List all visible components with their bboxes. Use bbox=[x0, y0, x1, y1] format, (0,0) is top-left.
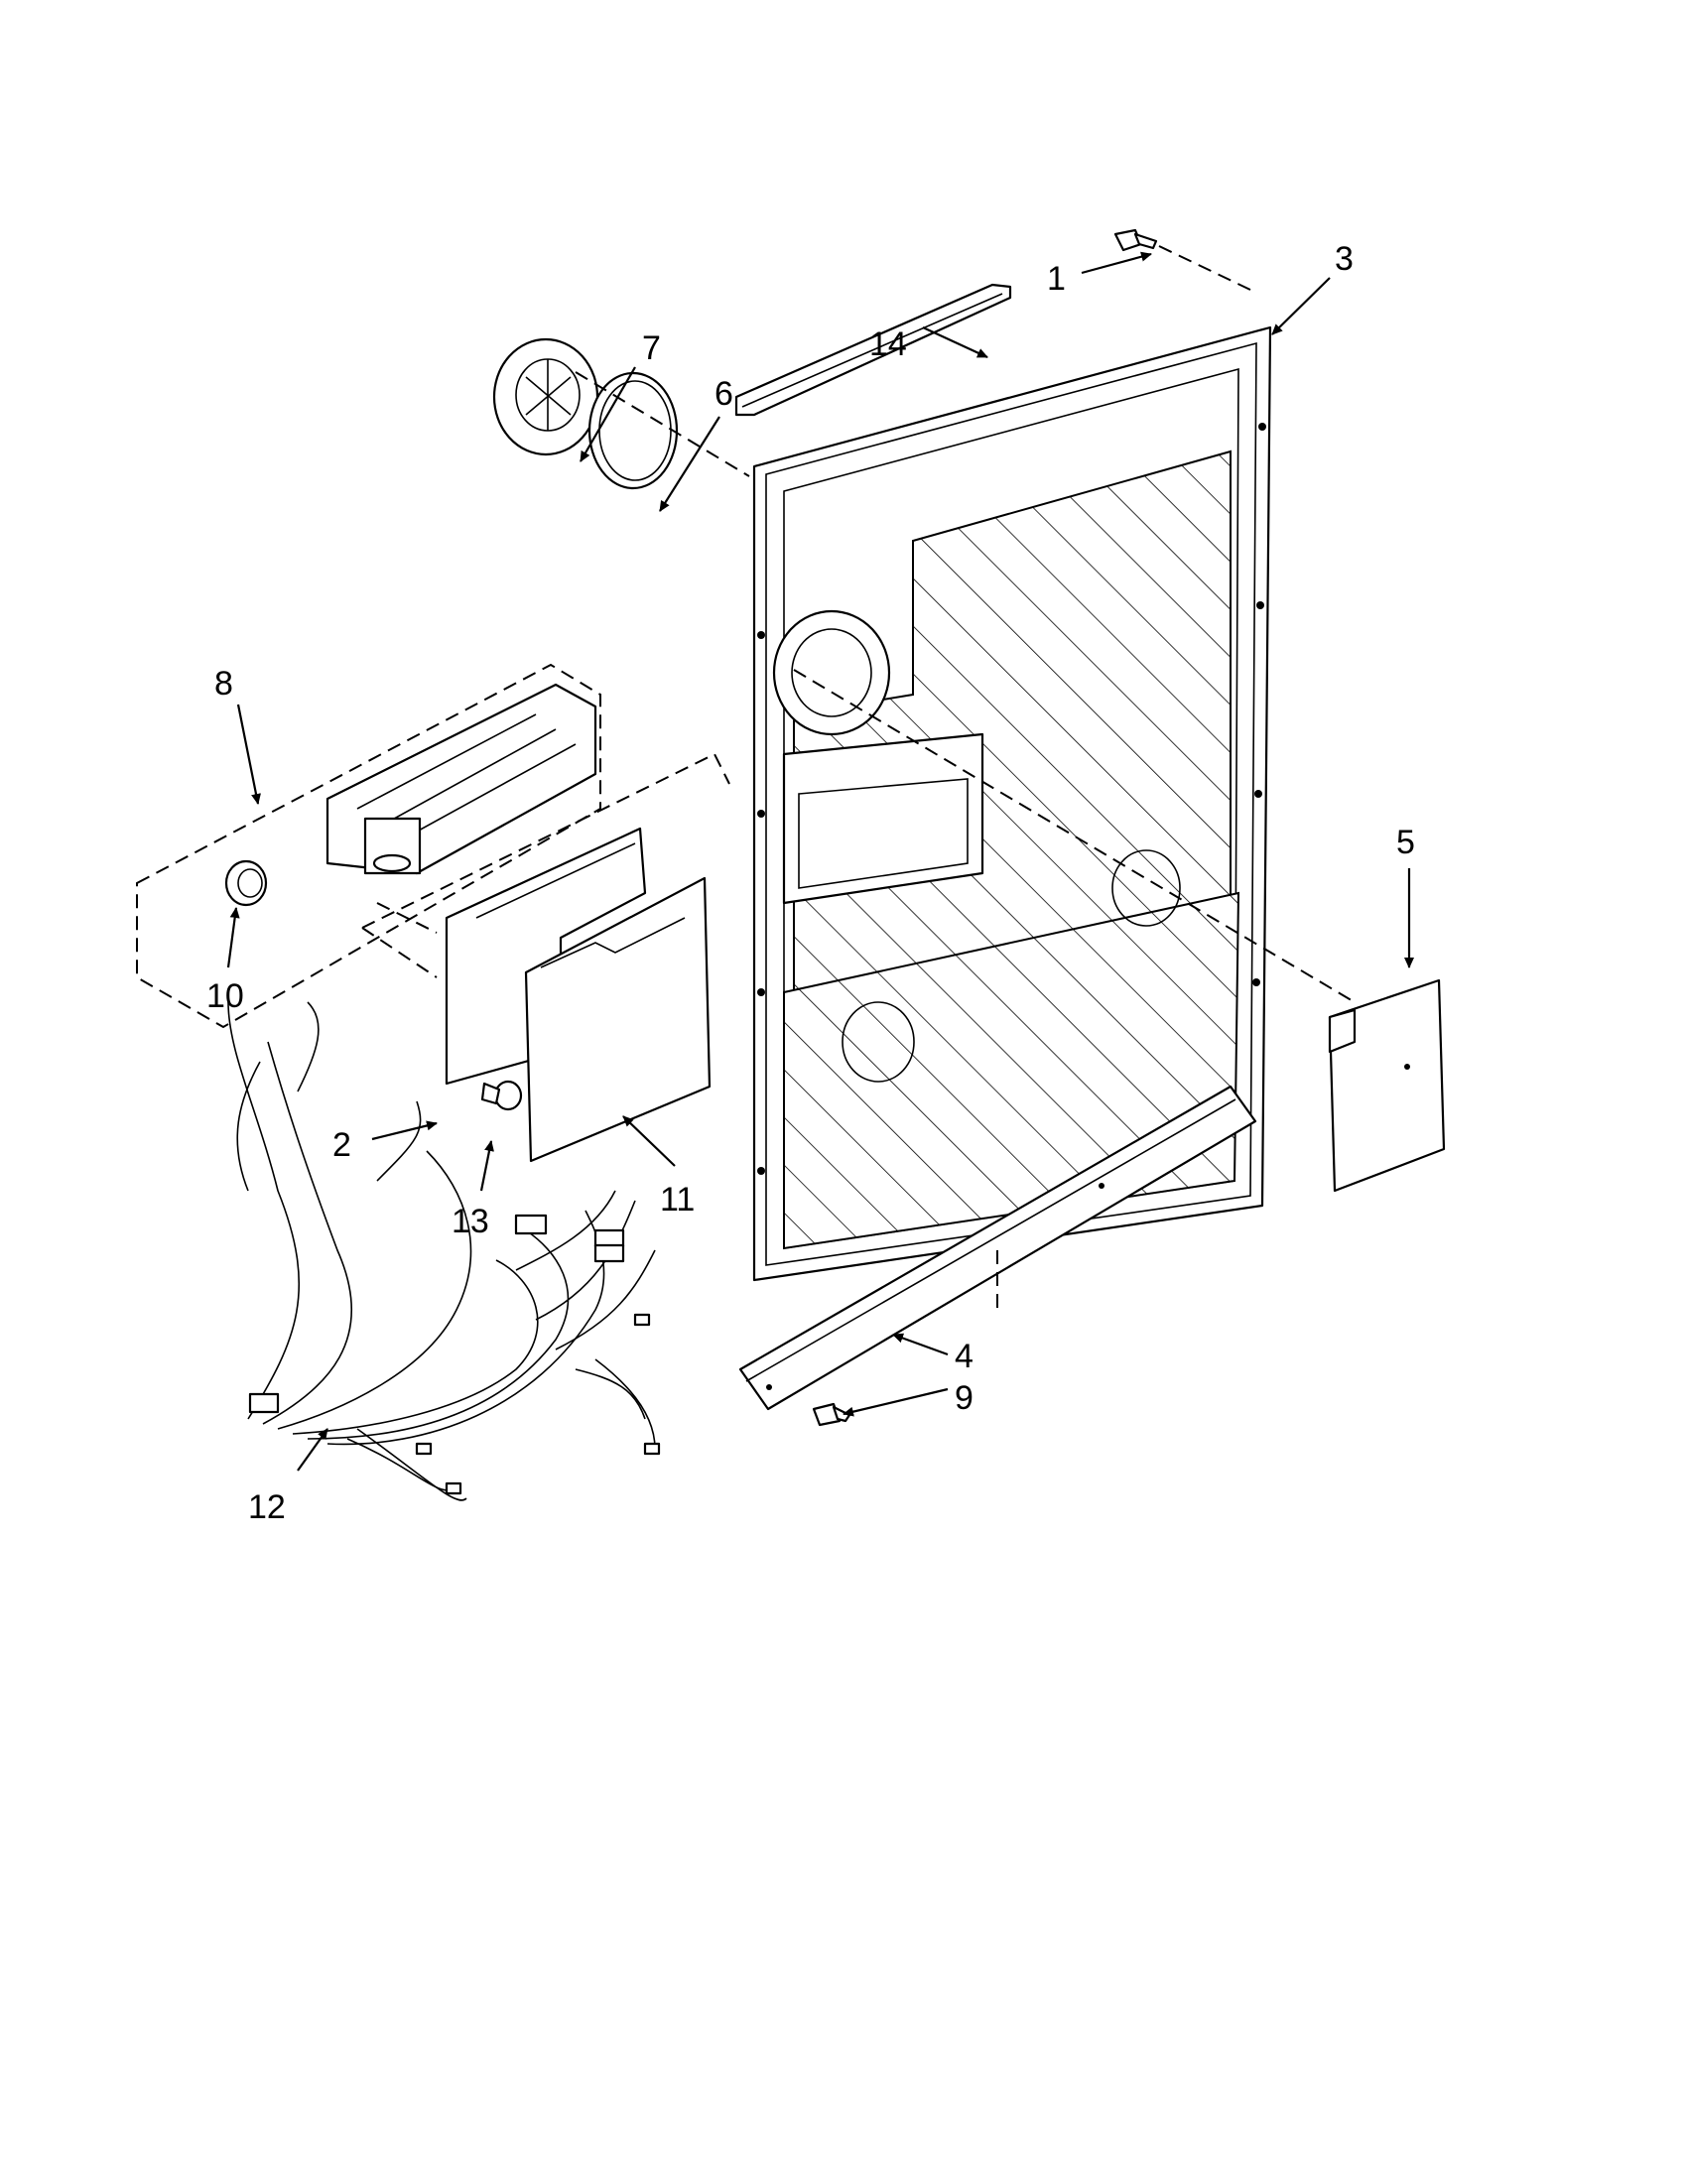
callout-2: 2 bbox=[332, 1126, 351, 1164]
callout-4: 4 bbox=[955, 1338, 974, 1375]
callout-14: 14 bbox=[869, 325, 907, 363]
control-board bbox=[524, 876, 712, 1163]
bracket bbox=[445, 827, 647, 1086]
callouts: 1 3 14 7 6 8 5 10 2 13 11 12 4 9 bbox=[206, 240, 1415, 1526]
callout-7: 7 bbox=[642, 329, 661, 367]
callout-13: 13 bbox=[452, 1203, 489, 1240]
wiring-harness bbox=[227, 1001, 661, 1501]
bushing bbox=[224, 859, 268, 907]
callout-10: 10 bbox=[206, 977, 244, 1015]
leader-lines bbox=[226, 251, 1414, 1472]
callout-9: 9 bbox=[955, 1379, 974, 1417]
callout-1: 1 bbox=[1047, 260, 1066, 298]
callout-12: 12 bbox=[248, 1488, 286, 1526]
screw-top bbox=[1113, 228, 1158, 252]
callout-11: 11 bbox=[660, 1181, 695, 1219]
vent-gasket bbox=[587, 371, 679, 490]
bottom-strip bbox=[738, 1085, 1257, 1411]
callout-5: 5 bbox=[1396, 824, 1415, 861]
dispenser-assembly-outline bbox=[136, 663, 601, 1029]
dispenser bbox=[325, 683, 597, 875]
side-bracket bbox=[1328, 978, 1446, 1193]
callout-3: 3 bbox=[1335, 240, 1354, 278]
callout-8: 8 bbox=[214, 665, 233, 703]
screw-bracket bbox=[480, 1080, 523, 1111]
callout-6: 6 bbox=[714, 375, 733, 413]
vent-cover bbox=[492, 337, 599, 456]
top-trim-strip bbox=[734, 283, 1012, 417]
